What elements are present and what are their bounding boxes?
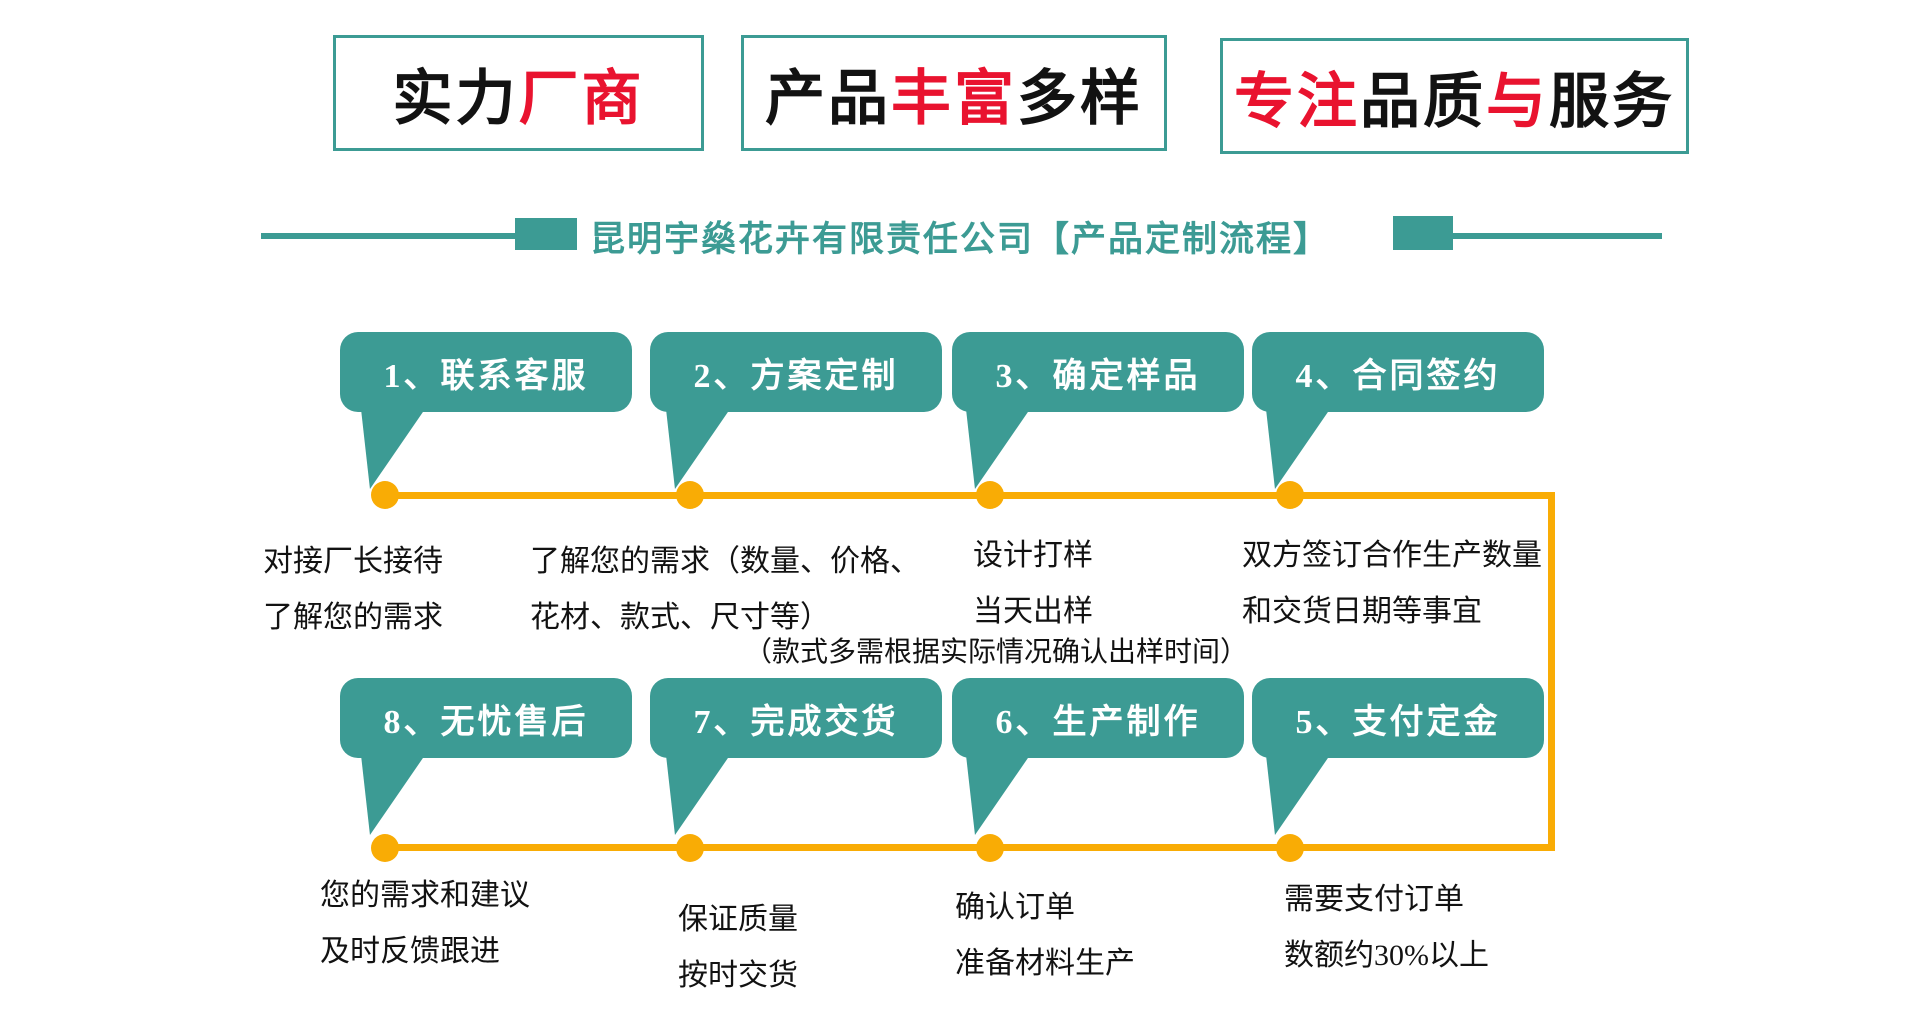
step-desc-line: 双方签订合作生产数量 — [1242, 539, 1542, 572]
step-desc-line: 花材、款式、尺寸等） — [530, 601, 830, 634]
badge-text-segment: 专注 — [1234, 67, 1360, 135]
step-desc-line: 设计打样 — [973, 539, 1093, 572]
flow-dot-step3 — [976, 481, 1004, 509]
flow-dot-step7 — [676, 834, 704, 862]
step-bubble-8: 8、无忧售后 — [340, 678, 632, 758]
feature-badge-strength: 实力厂商 — [333, 35, 704, 151]
step-desc-line: 对接厂长接待 — [263, 545, 443, 578]
step-bubble-1: 1、联系客服 — [340, 332, 632, 412]
step-desc-line: 按时交货 — [678, 959, 798, 992]
flow-dot-step2 — [676, 481, 704, 509]
step-desc-line: 确认订单 — [955, 891, 1075, 924]
sample-time-note: （款式多需根据实际情况确认出样时间） — [744, 637, 1249, 668]
step-bubble-7: 7、完成交货 — [650, 678, 942, 758]
section-title: 昆明宇燊花卉有限责任公司【产品定制流程】 — [590, 220, 1331, 259]
feature-badge-variety: 产品丰富多样 — [741, 35, 1167, 151]
flow-dot-step1 — [371, 481, 399, 509]
step-bubble-tail-6 — [966, 755, 1030, 835]
step-bubble-5: 5、支付定金 — [1252, 678, 1544, 758]
badge-text-segment: 多样 — [1017, 64, 1143, 132]
flow-line-right — [1548, 492, 1555, 851]
flow-dot-step5 — [1276, 834, 1304, 862]
feature-badge-quality-service: 专注品质与服务 — [1220, 38, 1689, 154]
badge-text-segment: 丰富 — [891, 64, 1017, 132]
badge-text-segment: 产品 — [765, 64, 891, 132]
step-bubble-6: 6、生产制作 — [952, 678, 1244, 758]
step-desc-line: 了解您的需求 — [263, 601, 443, 634]
step-desc-line: 数额约30%以上 — [1284, 939, 1489, 972]
flow-dot-step4 — [1276, 481, 1304, 509]
step-bubble-tail-3 — [966, 409, 1030, 489]
flow-line-bottom — [385, 844, 1552, 851]
step-desc-8: 您的需求和建议 及时反馈跟进 — [320, 868, 530, 980]
title-divider-left-block — [515, 218, 577, 250]
step-desc-line: 您的需求和建议 — [320, 879, 530, 912]
badge-text-segment: 品质 — [1360, 67, 1486, 135]
step-bubble-tail-8 — [361, 755, 425, 835]
step-bubble-tail-4 — [1266, 409, 1330, 489]
step-desc-6: 确认订单 准备材料生产 — [955, 880, 1135, 992]
step-desc-2: 了解您的需求（数量、价格、 花材、款式、尺寸等） — [530, 534, 920, 646]
title-divider-left-line — [261, 233, 515, 239]
title-divider-right-block — [1393, 216, 1453, 250]
badge-text-segment: 厂商 — [518, 64, 645, 132]
step-desc-3: 设计打样 当天出样 — [973, 528, 1093, 640]
step-desc-line: 和交货日期等事宜 — [1242, 595, 1482, 628]
badge-text-segment: 与 — [1486, 67, 1549, 135]
step-desc-line: 了解您的需求（数量、价格、 — [530, 545, 920, 578]
step-desc-line: 需要支付订单 — [1284, 883, 1464, 916]
flow-dot-step6 — [976, 834, 1004, 862]
step-desc-4: 双方签订合作生产数量 和交货日期等事宜 — [1242, 528, 1542, 640]
step-bubble-4: 4、合同签约 — [1252, 332, 1544, 412]
step-bubble-2: 2、方案定制 — [650, 332, 942, 412]
step-desc-line: 当天出样 — [973, 595, 1093, 628]
title-divider-right-line — [1453, 233, 1662, 239]
step-bubble-tail-7 — [666, 755, 730, 835]
flow-dot-step8 — [371, 834, 399, 862]
step-desc-1: 对接厂长接待 了解您的需求 — [263, 534, 443, 646]
step-bubble-3: 3、确定样品 — [952, 332, 1244, 412]
step-desc-5: 需要支付订单 数额约30%以上 — [1284, 872, 1489, 984]
flow-line-top — [385, 492, 1552, 499]
step-desc-7: 保证质量 按时交货 — [678, 892, 798, 1004]
step-bubble-tail-1 — [361, 409, 425, 489]
badge-text-segment: 实力 — [392, 64, 519, 132]
step-bubble-tail-5 — [1266, 755, 1330, 835]
step-bubble-tail-2 — [666, 409, 730, 489]
badge-text-segment: 服务 — [1549, 67, 1675, 135]
step-desc-line: 保证质量 — [678, 903, 798, 936]
step-desc-line: 及时反馈跟进 — [320, 935, 500, 968]
step-desc-line: 准备材料生产 — [955, 947, 1135, 980]
